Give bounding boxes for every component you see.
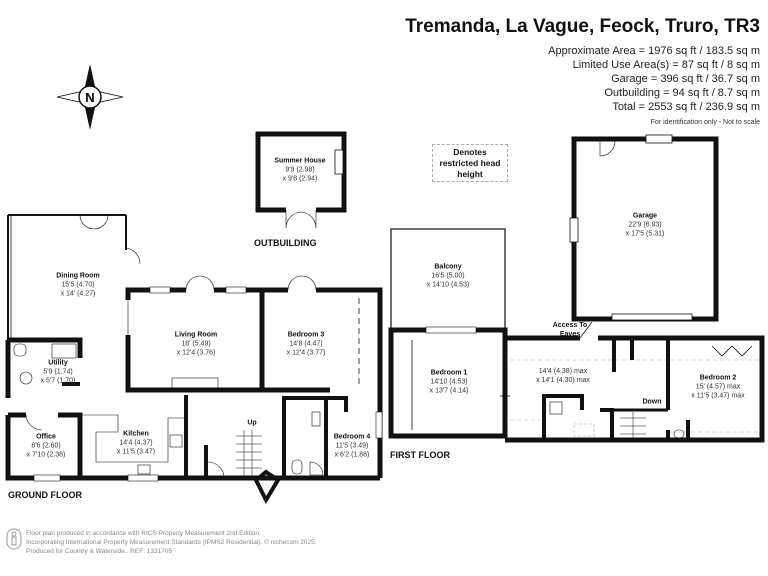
area-limited-use: Limited Use Area(s) = 87 sq ft / 8 sq m (572, 59, 760, 71)
area-outbuilding: Outbuilding = 94 sq ft / 8.7 sq m (604, 87, 760, 99)
walls (5, 131, 765, 505)
footer-line: Incorporating International Property Mea… (26, 539, 317, 546)
footer-disclaimer: Floor plan produced in accordance with R… (26, 529, 317, 556)
area-total: Total = 2553 sq ft / 236.9 sq m (612, 101, 760, 113)
area-summary: Approximate Area = 1976 sq ft / 183.5 sq… (548, 44, 760, 130)
outbuilding-label: OUTBUILDING (254, 238, 317, 248)
compass-icon (56, 64, 124, 130)
footer-line: Produced for Country & Waterside.. REF: … (26, 548, 173, 555)
restricted-height-text: Denotes restricted head height (439, 146, 501, 179)
first-floor-label: FIRST FLOOR (390, 450, 450, 460)
ground-floor-label: GROUND FLOOR (8, 490, 82, 500)
eaves-access-label: Access To Eaves (552, 322, 588, 338)
footer-line: Floor plan produced in accordance with R… (26, 530, 261, 537)
property-title: Tremanda, La Vague, Feock, Truro, TR3 (405, 16, 760, 37)
area-approximate: Approximate Area = 1976 sq ft / 183.5 sq… (548, 45, 760, 57)
ipms-logo-icon (6, 528, 22, 550)
compass-letter: N (85, 90, 94, 105)
area-garage: Garage = 396 sq ft / 36.7 sq m (611, 73, 760, 85)
stairs-down-label: Down (642, 398, 662, 406)
stairs-up-label: Up (247, 419, 257, 427)
restricted-height-legend: Denotes restricted head height (432, 144, 508, 182)
scale-note: For identification only - Not to scale (650, 119, 760, 126)
